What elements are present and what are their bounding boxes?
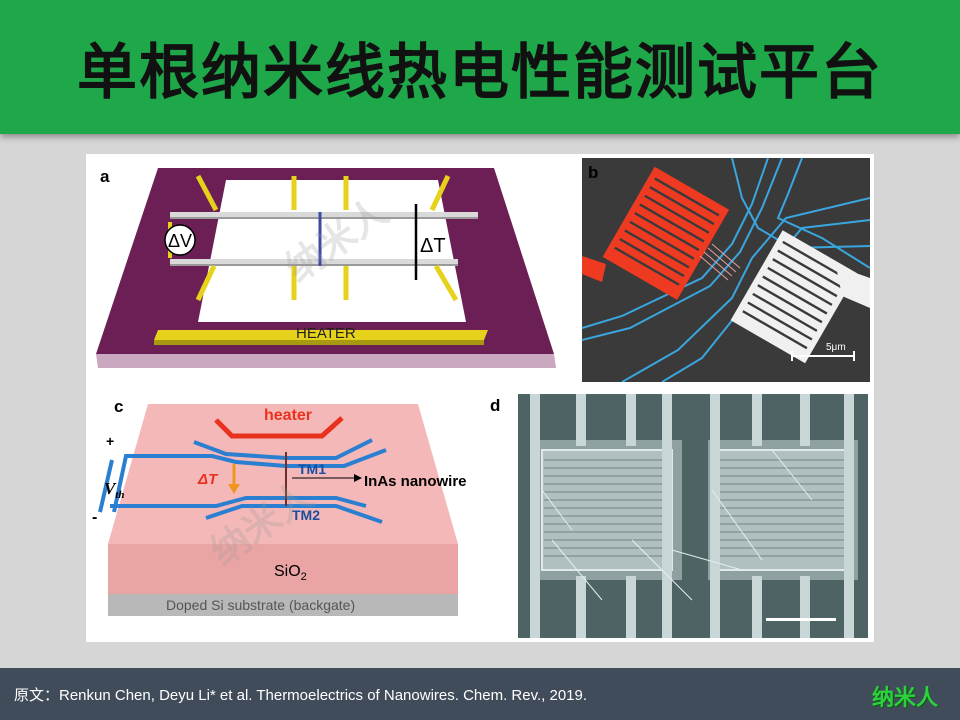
substrate-edge [96,354,556,368]
red-heater-pad [602,166,730,300]
heater-label-a: HEATER [296,325,356,342]
heater-label-c: heater [264,407,312,424]
title-bar: 单根纳米线热电性能测试平台 [0,0,960,134]
panel-b: 5μm b [582,158,870,382]
slide-title: 单根纳米线热电性能测试平台 [77,37,883,108]
tm1-label: TM1 [298,461,326,477]
panel-d-label-outer: d [490,396,501,415]
bridge-wires [699,243,741,281]
nanowire-label: InAs nanowire [364,473,467,490]
panel-b-micrograph: 5μm b [582,158,870,382]
panel-d: d [512,390,874,642]
white-sensor-pad [730,230,858,364]
beam-1 [170,212,478,217]
minus-sign: - [92,509,97,526]
vth-label: Vth [104,479,125,501]
logo-text: 纳米人 [871,686,938,711]
scale-bar-d [766,618,836,621]
footer-bar: 原文：Renkun Chen, Deyu Li* et al. Thermoel… [0,668,960,720]
panel-c: heater ΔT TM1 TM2 InAs nanowire + [86,394,510,642]
si-substrate [108,594,458,616]
delta-t-label-c: ΔT [197,471,219,488]
stray-nanowires [541,449,813,601]
sio2-label: SiO2 [274,563,307,583]
panel-c-label: c [114,397,123,416]
delta-t-label: ΔT [420,235,446,257]
heater-trace-c [214,416,344,439]
panel-a-label: a [100,167,110,186]
tm2-label: TM2 [292,507,320,523]
substrate-label: Doped Si substrate (backgate) [166,597,355,613]
beam-2 [170,259,458,264]
sio2-side [108,544,458,594]
panel-a: ΔV ΔT HEATER 纳米人 a [86,154,580,388]
delta-v-meter [164,224,196,256]
delta-v-label: ΔV [168,231,192,251]
panel-a-schematic: ΔV ΔT HEATER 纳米人 a [96,167,556,368]
plus-sign: + [106,433,114,449]
panel-b-label: b [588,163,598,182]
heater-bar [154,330,488,340]
scale-label-b: 5μm [826,342,846,353]
figure-panel: ΔV ΔT HEATER 纳米人 a [86,154,874,642]
panel-c-schematic: heater ΔT TM1 TM2 InAs nanowire + [92,397,467,616]
panel-d-micrograph: d [512,390,874,642]
citation-text: 原文：Renkun Chen, Deyu Li* et al. Thermoel… [14,686,588,704]
